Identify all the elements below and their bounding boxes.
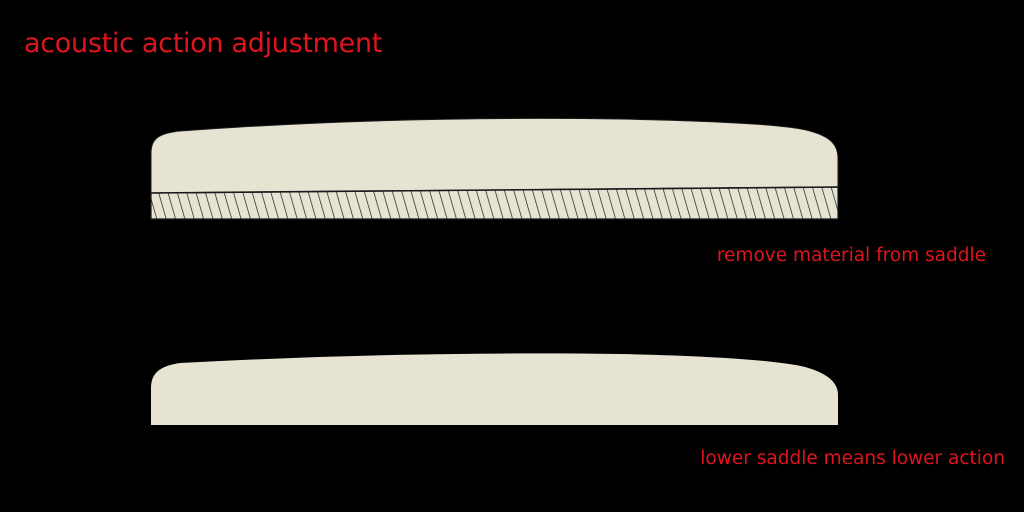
saddle-before-cut-line — [150, 186, 839, 194]
diagram-title: acoustic action adjustment — [24, 28, 383, 59]
saddle-after-body — [151, 353, 838, 425]
remove-material-caption: remove material from saddle — [716, 245, 986, 266]
saddle-before-top-crown — [150, 117, 839, 194]
saddle-before — [150, 117, 839, 220]
saddle-after — [151, 353, 838, 425]
lower-action-caption: lower saddle means lower action — [700, 448, 1005, 469]
